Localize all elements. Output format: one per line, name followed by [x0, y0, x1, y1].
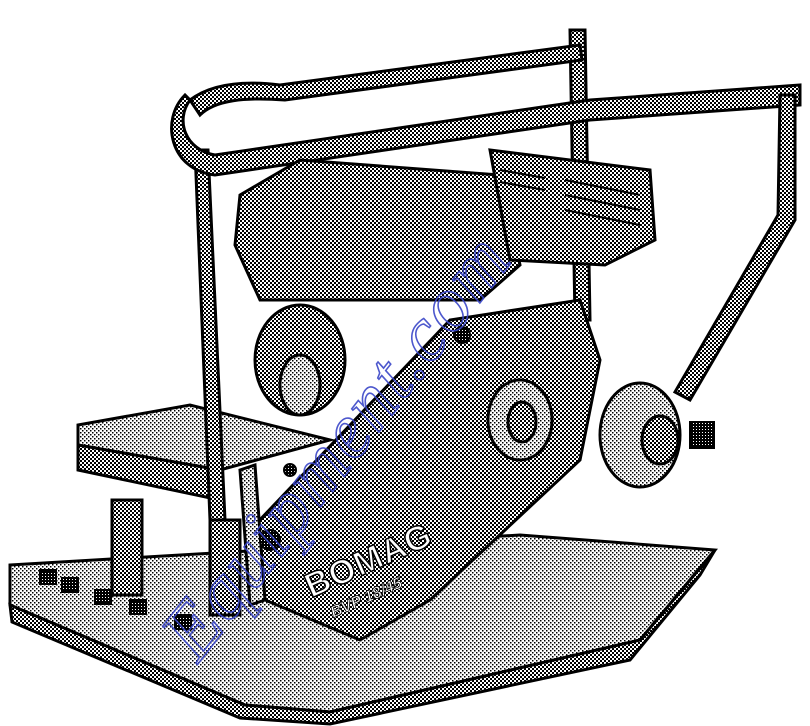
engine-block: [233, 158, 522, 302]
handle-bar-top: [170, 83, 802, 177]
left-pedestal: [110, 498, 144, 597]
mid-pedestal: [208, 518, 242, 617]
handle-bar-back: [187, 43, 584, 118]
starter-cap: [278, 353, 322, 417]
steering-wheel-hub: [640, 414, 680, 466]
steering-knob: [689, 421, 715, 449]
steering-arm: [672, 93, 797, 403]
drive-pulley-hub: [506, 400, 538, 444]
housing-bolts: [259, 326, 471, 551]
housing-front-frame: [238, 462, 267, 608]
plate-bolts: [39, 569, 192, 630]
left-post: [193, 148, 227, 522]
rear-platform: [76, 403, 336, 472]
engine-vents: [499, 169, 641, 226]
base-plate-edge: [8, 549, 717, 726]
engine-cover: [488, 148, 657, 267]
